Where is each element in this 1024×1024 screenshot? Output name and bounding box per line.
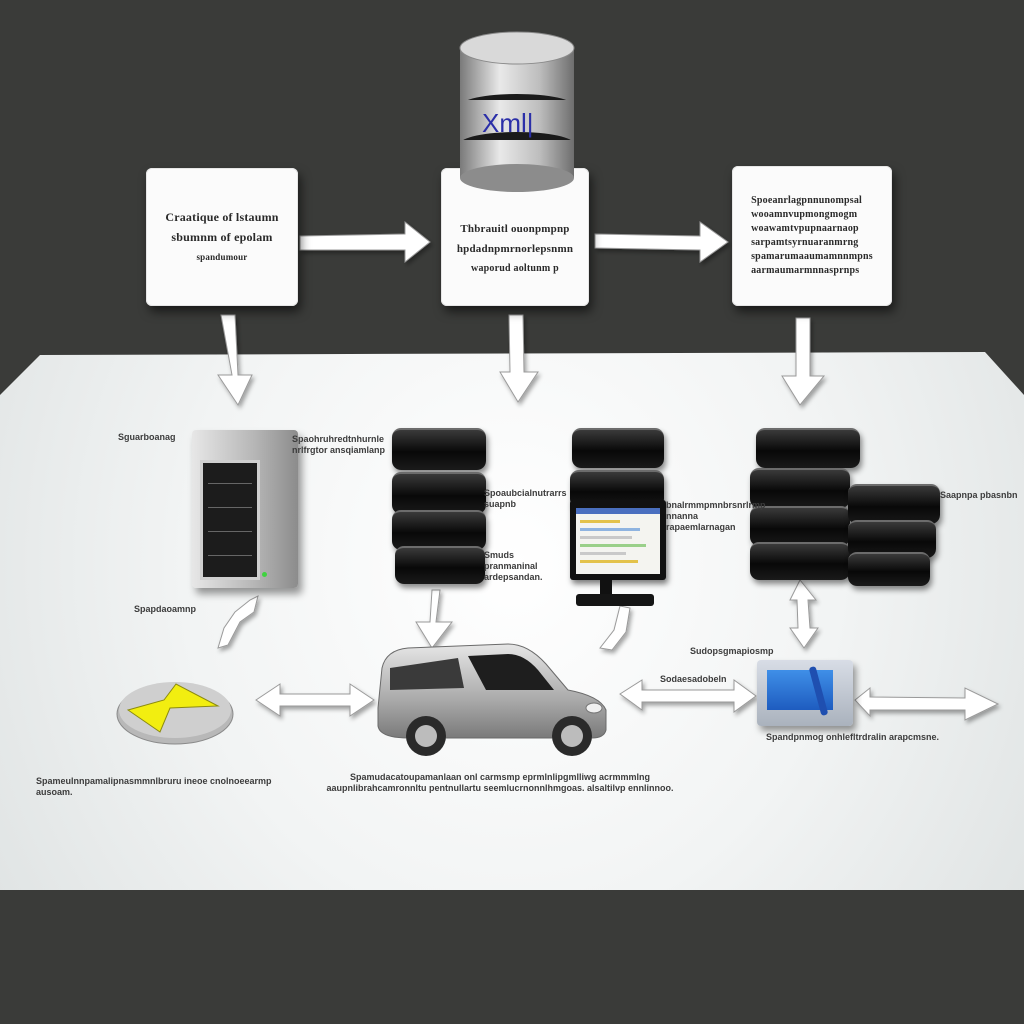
process-card-left: Craatique of lstaumn sbumnm of epolam sp…: [146, 168, 298, 306]
card-right-line-6: aarmaumarmnnasprnps: [751, 265, 860, 276]
arrow-monitor-car: [599, 605, 631, 651]
card-right-line-3: woawamtvpupnaarnaop: [751, 223, 859, 234]
server-front-panel: [200, 460, 260, 580]
monitor-icon: [570, 500, 666, 580]
label-stack-mid: Spoaubcialnutrarrs suapnb: [484, 488, 567, 509]
card-right-line-1: Spoeanrlagpnnunompsal: [751, 195, 863, 206]
label-server-right: Spaohruhredtnhurnle nrlfrgtor ansqiamlan…: [292, 434, 386, 455]
database-icon: Xml|: [458, 30, 576, 195]
arrow-stack-car: [415, 589, 454, 649]
tablet-pen-icon: [757, 660, 853, 726]
arrow-stack-pad: [789, 579, 819, 649]
label-bottom-left: Spameulnnpamalipnasmmnlbruru ineoe cnoln…: [36, 776, 272, 797]
arrow-server-marker: [217, 595, 259, 649]
server-tower-icon: [192, 430, 298, 588]
database-label: Xml|: [482, 108, 534, 138]
arrow-card1-down: [217, 314, 253, 407]
card-center-line-2: hpdadnpmrnorlepsnmn: [456, 243, 574, 255]
card-left-line-3: spandumour: [196, 252, 248, 262]
monitor-top-slab: [572, 428, 664, 468]
card-left-line-1: Craatique of lstaumn: [165, 210, 279, 224]
label-bottom-center: Spamudacatoupamanlaan onl carmsmp eprmln…: [326, 772, 674, 793]
label-pad-left: Sodaesadobeln: [660, 674, 727, 684]
label-stack-right: Saapnpa pbasnbn: [940, 490, 1018, 500]
monitor-stand: [600, 580, 612, 596]
card-left-line-2: sbumnm of epolam: [171, 230, 273, 244]
card-right-line-4: sarpamtsyrnuaranmrng: [751, 237, 859, 248]
arrow-card2-down: [499, 314, 539, 403]
arrow-car-pad: [619, 679, 757, 713]
label-stack-mid-low: Smuds pranmaninal ardepsandan.: [484, 550, 543, 582]
car-icon: [368, 638, 612, 756]
server-led-icon: [262, 572, 267, 577]
label-pad-bottom: Spandpnmog onhlefltrdralin arapcmsne.: [766, 732, 940, 742]
arrow-card3-down: [781, 317, 826, 406]
arrow-card2-to-card3: [594, 221, 729, 263]
label-server-bottom: Spapdaoamnp: [134, 604, 197, 614]
process-card-right: Spoeanrlagpnnunompsal wooamnvupmongmogm …: [732, 166, 892, 306]
arrow-card1-to-card2: [299, 220, 431, 264]
card-right-line-2: wooamnvupmongmogm: [751, 209, 858, 220]
label-server-top: Sguarboanag: [118, 432, 176, 442]
monitor-base: [576, 594, 654, 606]
yellow-arrow-marker-icon: [114, 676, 236, 746]
label-monitor-right: bnalrmmpmnbrsnrlrmp nnanna rapaemlarnaga…: [666, 500, 766, 532]
card-center-line-1: Thbrauitl ouonpmpnp: [460, 223, 570, 235]
card-center-line-3: waporud aoltunm p: [471, 263, 559, 274]
arrow-pad-right: [854, 686, 1000, 721]
arrow-marker-car: [255, 683, 375, 717]
label-pad-top: Sudopsgmapiosmp: [690, 646, 774, 656]
monitor-screen: [576, 508, 660, 574]
card-right-line-5: spamarumaaumamnnmpns: [751, 251, 873, 262]
